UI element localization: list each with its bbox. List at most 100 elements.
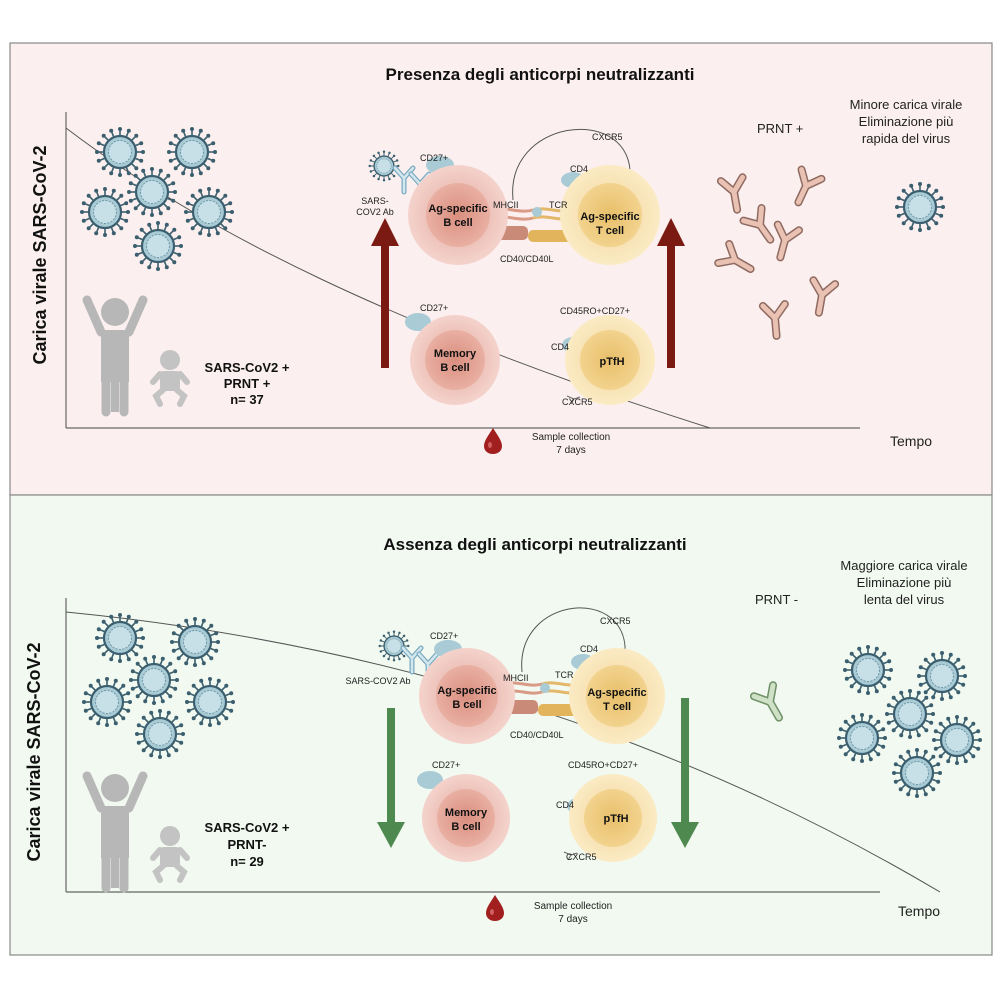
panel-top-background — [9, 42, 993, 496]
cell-label-1: Memory — [445, 807, 488, 819]
virus-icon — [890, 746, 944, 800]
sample-line-2: 7 days — [556, 445, 585, 456]
outcome-line-1: Minore carica virale — [850, 97, 963, 112]
marker-cd45ro-cd27: CD45RO+CD27+ — [568, 760, 638, 770]
virus-icon — [883, 687, 937, 741]
cell-label: pTfH — [603, 813, 628, 825]
marker-cd4: CD4 — [556, 800, 574, 810]
memory-b-cell: Memory B cell — [405, 313, 500, 405]
sample-line-1: Sample collection — [532, 432, 610, 443]
sample-line-1: Sample collection — [534, 901, 612, 912]
virus-icon — [930, 713, 984, 767]
virus-icon — [125, 165, 179, 219]
panel-top-title: Presenza degli anticorpi neutralizzanti — [386, 65, 695, 84]
marker-cd45ro-cd27: CD45RO+CD27+ — [560, 306, 630, 316]
antibody-label: SARS-COV2 Ab — [345, 676, 410, 686]
marker-cd40: CD40/CD40L — [500, 254, 554, 264]
cell-label-1: Memory — [434, 348, 477, 360]
x-axis-label: Tempo — [898, 903, 940, 919]
cell-label-1: Ag-specific — [428, 203, 487, 215]
marker-cd40: CD40/CD40L — [510, 730, 564, 740]
marker-tcr: TCR — [555, 670, 574, 680]
outcome-line-1: Maggiore carica virale — [840, 558, 967, 573]
virus-icon — [168, 615, 222, 669]
x-axis-label: Tempo — [890, 433, 932, 449]
panel-bottom: Assenza degli anticorpi neutralizzanti C… — [9, 494, 993, 956]
y-axis-label: Carica virale SARS-CoV-2 — [24, 642, 44, 861]
virus-icon — [78, 185, 132, 239]
cell-label-1: Ag-specific — [587, 687, 646, 699]
outcome-line-3: lenta del virus — [864, 592, 945, 607]
increase-arrow-left — [371, 218, 399, 368]
virus-icon — [893, 180, 947, 234]
sample-line-2: 7 days — [558, 914, 587, 925]
cell-label-2: T cell — [596, 225, 624, 237]
virus-icon — [841, 643, 895, 697]
prnt-label: PRNT + — [757, 121, 803, 136]
decrease-arrow-right — [671, 698, 699, 848]
ag-specific-b-cell: Ag-specific B cell — [408, 156, 508, 265]
cohort-line-3: n= 37 — [230, 392, 264, 407]
cxcr5-loop — [521, 607, 626, 673]
cohort-line-3: n= 29 — [230, 854, 264, 869]
virus-icon — [183, 675, 237, 729]
marker-cxcr5: CXCR5 — [600, 616, 631, 626]
cell-label-2: B cell — [443, 217, 472, 229]
outcome-line-2: Eliminazione più — [857, 575, 952, 590]
virus-icon — [133, 707, 187, 761]
prnt-label: PRNT - — [755, 592, 798, 607]
panel-top: Presenza degli anticorpi neutralizzanti … — [9, 42, 993, 496]
marker-cd4: CD4 — [580, 644, 598, 654]
marker-cd27: CD27+ — [420, 153, 448, 163]
cell-label-2: B cell — [451, 821, 480, 833]
marker-cd27: CD27+ — [420, 303, 448, 313]
marker-cd27: CD27+ — [430, 631, 458, 641]
antibody-label-1: SARS- — [361, 196, 389, 206]
virus-icon — [131, 219, 185, 273]
cell-label: pTfH — [599, 356, 624, 368]
ag-specific-t-cell: Ag-specific T cell — [560, 165, 660, 265]
antigen-icon — [540, 683, 550, 693]
marker-cd4: CD4 — [570, 164, 588, 174]
marker-cxcr5: CXCR5 — [592, 132, 623, 142]
marker-cxcr5: CXCR5 — [566, 852, 597, 862]
cell-label-2: T cell — [603, 701, 631, 713]
virus-icon — [93, 125, 147, 179]
virus-icon — [127, 653, 181, 707]
ag-specific-t-cell: Ag-specific T cell — [569, 648, 665, 744]
virus-icon — [182, 185, 236, 239]
decrease-arrow-left — [377, 708, 405, 848]
outcome-line-2: Eliminazione più — [859, 114, 954, 129]
marker-cxcr5: CXCR5 — [562, 397, 593, 407]
antigen-icon — [532, 207, 542, 217]
ptfh-cell: pTfH — [562, 315, 655, 405]
marker-cd27: CD27+ — [432, 760, 460, 770]
cohort-line-2: PRNT- — [228, 837, 267, 852]
marker-mhcii: MHCII — [503, 673, 529, 683]
cell-label-1: Ag-specific — [437, 685, 496, 697]
outcome-line-3: rapida del virus — [862, 131, 951, 146]
memory-b-cell: Memory B cell — [417, 771, 510, 862]
marker-tcr: TCR — [549, 200, 568, 210]
cohort-line-1: SARS-CoV2 + — [205, 360, 290, 375]
virus-icon — [93, 611, 147, 665]
virus-icon — [80, 675, 134, 729]
virus-icon — [165, 125, 219, 179]
cohort-line-1: SARS-CoV2 + — [205, 820, 290, 835]
ptfh-cell: pTfH — [563, 774, 657, 862]
virus-icon — [377, 629, 411, 663]
marker-mhcii: MHCII — [493, 200, 519, 210]
panel-bottom-title: Assenza degli anticorpi neutralizzanti — [383, 535, 686, 554]
antibody-label-2: COV2 Ab — [356, 207, 394, 217]
cxcr5-loop — [512, 128, 631, 201]
cohort-line-2: PRNT + — [224, 376, 271, 391]
y-axis-label: Carica virale SARS-CoV-2 — [30, 145, 50, 364]
marker-cd4: CD4 — [551, 342, 569, 352]
ag-specific-b-cell: Ag-specific B cell — [419, 640, 515, 744]
virus-icon — [915, 649, 969, 703]
cell-label-2: B cell — [440, 362, 469, 374]
increase-arrow-right — [657, 218, 685, 368]
cell-label-1: Ag-specific — [580, 211, 639, 223]
cell-label-2: B cell — [452, 699, 481, 711]
